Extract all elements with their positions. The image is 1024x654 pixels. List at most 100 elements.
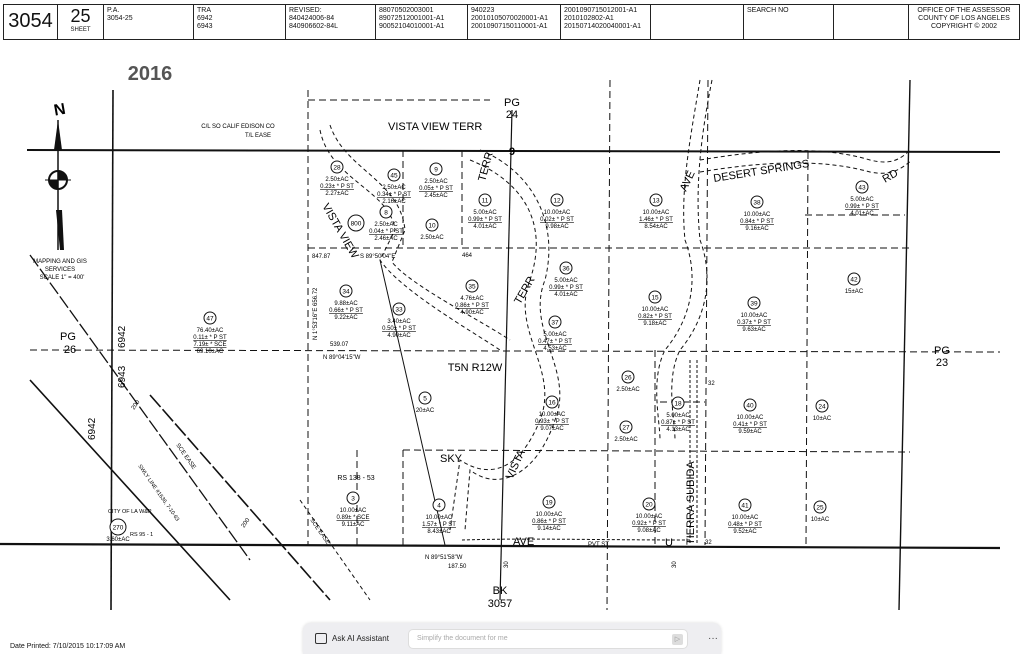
page-ref: 24 (506, 109, 518, 121)
page-number: 25 (70, 6, 91, 26)
parcel-area: 0.99± * P ST (549, 285, 583, 291)
office-line: OFFICE OF THE ASSESSOR (917, 7, 1011, 14)
parcel-area: 0.86± * P ST (455, 303, 489, 309)
map-book-number: 3054 (4, 5, 58, 39)
parcel-34: 349.88±AC0.66± * P ST9.22±AC (329, 284, 363, 321)
parcel-area: 9.63±AC (742, 327, 766, 333)
parcel-number-circle (738, 498, 752, 512)
office-line: COUNTY OF LOS ANGELES (918, 15, 1010, 22)
parcel-area: 9.98±AC (545, 224, 569, 230)
rs-note: RS 138 - 53 (337, 475, 374, 482)
street-label: U (665, 537, 673, 549)
ai-assistant-icon[interactable] (315, 633, 327, 644)
parcel-area: 9.07±AC (540, 426, 564, 432)
parcel-number-circle (542, 495, 556, 509)
parcel-number-circle (750, 195, 764, 209)
parcel-area: 10.00±AC (737, 415, 764, 421)
map-notes: 2016 MAPPING AND GIS SERVICES SCALE 1" =… (33, 63, 515, 482)
tra-value: 6943 (197, 23, 213, 30)
parcel-number-circle (815, 399, 829, 413)
parcel-area: 2.50±AC (374, 222, 398, 228)
parcel-number-circle (379, 205, 393, 219)
pa-value: 3054-25 (107, 15, 133, 22)
parcel-number-circle (429, 162, 443, 176)
parcel-number: 33 (395, 306, 403, 313)
scale-note: SCALE 1" = 400' (40, 275, 85, 281)
more-options-button[interactable]: ··· (708, 633, 718, 644)
parcel-area: 0.84± * P ST (740, 219, 774, 225)
parcel-number-circle (387, 168, 401, 182)
parcel-number: 42 (850, 276, 858, 283)
parcel-area: 0.11± * P ST (193, 335, 227, 341)
dimension: 539.07 (330, 342, 349, 348)
parcel-area: 20±AC (416, 408, 435, 414)
tra-cell: TRA 6942 6943 (194, 5, 286, 39)
revision-number: 20010907150110001-A1 (471, 23, 548, 30)
parcel-number-circle (747, 296, 761, 310)
parcel-area: 10.00±AC (636, 514, 663, 520)
parcel-number: 43 (858, 184, 866, 191)
parcel-number: 5 (423, 395, 427, 402)
township-label: T5N R12W (448, 362, 503, 374)
sheet-label: SHEET (70, 27, 91, 33)
parcel-area: 10.00±AC (732, 515, 759, 521)
parcel-area: 10.00±AC (539, 412, 566, 418)
parcel-36: 365.00±AC0.99± * P ST4.01±AC (549, 261, 583, 298)
ask-ai-assistant-button[interactable]: Ask AI Assistant (332, 634, 389, 643)
dimension: 847.87 (312, 254, 331, 260)
dimension: 30 (672, 561, 678, 568)
page-ref: PG (60, 331, 76, 343)
street-label: AVE (678, 169, 698, 193)
parcel-number: 800 (351, 220, 362, 227)
parcel-33: 333.40±AC0.50± * P ST4.90±AC (382, 302, 416, 339)
street-label: TIERRA SUBIDA (685, 461, 697, 545)
parcel-area: 2.45±AC (424, 193, 448, 199)
ai-prompt-input[interactable]: Simplify the document for me ▷ (408, 628, 688, 649)
dimension: RS 95 - 1 (130, 532, 153, 538)
parcel-area: 0.23± * P ST (320, 184, 354, 190)
parcel-number: 11 (482, 197, 489, 204)
parcel-number: 12 (553, 197, 561, 204)
revised-label: REVISED: (289, 7, 322, 14)
parcel-area: 2.50±AC (382, 185, 406, 191)
parcel-number: 37 (551, 319, 559, 326)
parcel-number-circle (813, 500, 827, 514)
revision-number: 88070502003001 (379, 7, 434, 14)
parcel-area: 0.99± * P ST (468, 217, 502, 223)
page-references: PG 24 PG 26 PG 23 BK 3057 (60, 97, 950, 610)
revised-cell: REVISED: 840424006-84 840906602-84L (286, 5, 376, 39)
scale-note: MAPPING AND GIS (33, 259, 87, 265)
street-label: VISTA VIEW (319, 202, 360, 262)
parcel-number-circle (621, 370, 635, 384)
parcel-4: 410.00±AC1.57± * P ST8.43±AC (422, 498, 456, 535)
parcel-area: 2.50±AC (325, 177, 349, 183)
revision-column: 940223 20010105070020001-A1 200109071501… (468, 5, 561, 39)
parcel-number-circle (855, 180, 869, 194)
parcel-area: 9.22±AC (334, 315, 358, 321)
page-cell: 25 SHEET (58, 5, 104, 39)
revised-value: 840424006-84 (289, 15, 335, 22)
parcel-number: 16 (548, 399, 556, 406)
map-linework (0, 79, 1001, 611)
parcel-area: 8.54±AC (644, 224, 668, 230)
revision-number: 89072512001001-A1 (379, 15, 445, 22)
parcel-number: 8 (384, 209, 388, 216)
parcel-number-circle (559, 261, 573, 275)
page-ref: 26 (64, 344, 76, 356)
dimension: 464 (462, 253, 473, 259)
revision-column: 2001090715012001-A1 2010102802-A1 201507… (561, 5, 651, 39)
parcel-number: 270 (113, 524, 124, 531)
parcel-number: 45 (390, 172, 398, 179)
north-label: N (53, 101, 67, 120)
parcel-area: 2.50±AC (614, 437, 638, 443)
tra-line-label: 6942 (87, 417, 98, 440)
parcel-number: 27 (622, 424, 630, 431)
street-label: TERR (476, 151, 495, 183)
send-icon[interactable]: ▷ (672, 633, 683, 645)
